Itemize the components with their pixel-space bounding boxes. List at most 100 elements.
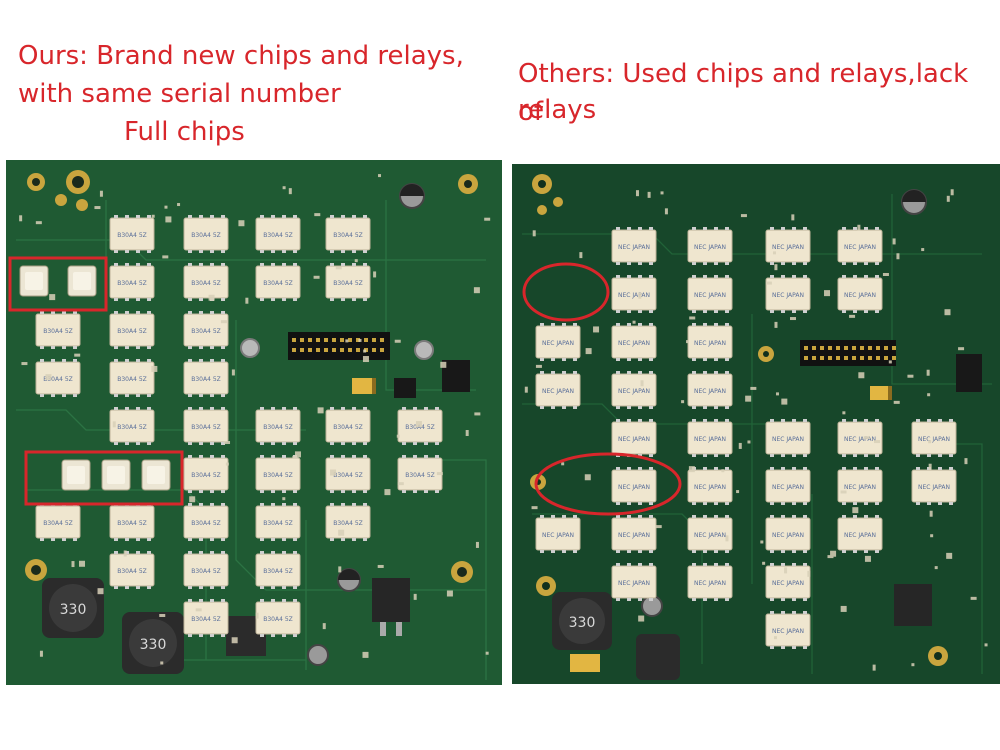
relay: NEC JAPAN <box>611 371 657 409</box>
relay: NEC JAPAN <box>837 467 883 505</box>
relay: B30A4 5Z <box>183 503 229 541</box>
relay: NEC JAPAN <box>911 419 957 457</box>
highlight-box-chips-bottom <box>24 450 184 506</box>
relay: NEC JAPAN <box>765 419 811 457</box>
svg-text:B30A4 5Z: B30A4 5Z <box>117 328 147 335</box>
svg-text:B30A4 5Z: B30A4 5Z <box>191 472 221 479</box>
svg-text:NEC JAPAN: NEC JAPAN <box>844 532 876 539</box>
relay: NEC JAPAN <box>687 563 733 601</box>
voltage-regulator <box>372 578 410 622</box>
relay: NEC JAPAN <box>765 563 811 601</box>
svg-text:NEC JAPAN: NEC JAPAN <box>772 292 804 299</box>
relay: NEC JAPAN <box>611 323 657 361</box>
relay: B30A4 5Z <box>35 503 81 541</box>
relay: B30A4 5Z <box>255 407 301 445</box>
relay: NEC JAPAN <box>687 467 733 505</box>
relay: NEC JAPAN <box>837 419 883 457</box>
highlight-ellipse-missing-bottom <box>534 452 682 516</box>
svg-text:NEC JAPAN: NEC JAPAN <box>618 580 650 587</box>
relay: NEC JAPAN <box>611 227 657 265</box>
svg-text:NEC JAPAN: NEC JAPAN <box>918 484 950 491</box>
right-pcb-board: 330 NEC JAPAN NEC JAPAN NEC JAPAN NEC JAPAN… <box>512 164 1000 684</box>
relay: B30A4 5Z <box>325 503 371 541</box>
svg-text:NEC JAPAN: NEC JAPAN <box>772 484 804 491</box>
new-chip <box>67 265 97 297</box>
svg-text:B30A4 5Z: B30A4 5Z <box>405 472 435 479</box>
inductor <box>636 634 680 680</box>
relay: B30A4 5Z <box>183 311 229 349</box>
svg-text:NEC JAPAN: NEC JAPAN <box>618 244 650 251</box>
pin-header <box>288 332 390 360</box>
voltage-regulator <box>894 584 932 626</box>
relay: NEC JAPAN <box>765 611 811 649</box>
relay: NEC JAPAN <box>687 419 733 457</box>
svg-text:NEC JAPAN: NEC JAPAN <box>772 244 804 251</box>
svg-text:NEC JAPAN: NEC JAPAN <box>694 388 726 395</box>
svg-text:NEC JAPAN: NEC JAPAN <box>772 628 804 635</box>
tantalum-capacitor <box>870 386 892 400</box>
relay: NEC JAPAN <box>687 371 733 409</box>
relay: B30A4 5Z <box>183 455 229 493</box>
left-caption-line2: with same serial number <box>18 79 341 109</box>
svg-text:NEC JAPAN: NEC JAPAN <box>694 484 726 491</box>
svg-text:NEC JAPAN: NEC JAPAN <box>694 580 726 587</box>
svg-text:NEC JAPAN: NEC JAPAN <box>844 292 876 299</box>
svg-text:NEC JAPAN: NEC JAPAN <box>772 580 804 587</box>
relay: NEC JAPAN <box>535 323 581 361</box>
relay: NEC JAPAN <box>765 467 811 505</box>
relay: B30A4 5Z <box>109 359 155 397</box>
left-caption-line3: Full chips <box>124 117 245 147</box>
inductor: 330 <box>552 592 612 650</box>
relay: B30A4 5Z <box>397 455 443 493</box>
relay: NEC JAPAN <box>611 275 657 313</box>
svg-text:NEC JAPAN: NEC JAPAN <box>918 436 950 443</box>
pin-header <box>800 340 896 366</box>
svg-text:B30A4 5Z: B30A4 5Z <box>191 568 221 575</box>
relay: B30A4 5Z <box>255 599 301 637</box>
relay: NEC JAPAN <box>765 275 811 313</box>
svg-text:NEC JAPAN: NEC JAPAN <box>618 388 650 395</box>
svg-text:B30A4 5Z: B30A4 5Z <box>263 424 293 431</box>
electrolytic-capacitor <box>399 183 425 209</box>
relay: B30A4 5Z <box>109 215 155 253</box>
relay: NEC JAPAN <box>611 515 657 553</box>
svg-text:NEC JAPAN: NEC JAPAN <box>618 292 650 299</box>
electrolytic-capacitor <box>337 568 361 592</box>
svg-text:B30A4 5Z: B30A4 5Z <box>117 568 147 575</box>
svg-text:B30A4 5Z: B30A4 5Z <box>333 424 363 431</box>
relay: NEC JAPAN <box>611 467 657 505</box>
relay: B30A4 5Z <box>109 407 155 445</box>
relay: B30A4 5Z <box>255 455 301 493</box>
relay: B30A4 5Z <box>109 551 155 589</box>
svg-text:B30A4 5Z: B30A4 5Z <box>117 376 147 383</box>
svg-text:B30A4 5Z: B30A4 5Z <box>405 424 435 431</box>
ic-chip <box>394 378 416 398</box>
svg-text:B30A4 5Z: B30A4 5Z <box>43 520 73 527</box>
relay: B30A4 5Z <box>183 359 229 397</box>
svg-text:B30A4 5Z: B30A4 5Z <box>263 232 293 239</box>
new-chip <box>61 459 91 491</box>
ic-chip <box>956 354 982 392</box>
standoff <box>240 338 260 358</box>
relay: NEC JAPAN <box>687 227 733 265</box>
relay: NEC JAPAN <box>765 227 811 265</box>
new-chip <box>101 459 131 491</box>
svg-text:B30A4 5Z: B30A4 5Z <box>333 520 363 527</box>
svg-text:B30A4 5Z: B30A4 5Z <box>263 472 293 479</box>
svg-text:B30A4 5Z: B30A4 5Z <box>117 520 147 527</box>
relay: B30A4 5Z <box>255 551 301 589</box>
svg-text:NEC JAPAN: NEC JAPAN <box>772 532 804 539</box>
relay: B30A4 5Z <box>325 455 371 493</box>
svg-text:B30A4 5Z: B30A4 5Z <box>191 520 221 527</box>
relay: B30A4 5Z <box>255 503 301 541</box>
relay: B30A4 5Z <box>255 215 301 253</box>
relay: B30A4 5Z <box>325 215 371 253</box>
svg-text:B30A4 5Z: B30A4 5Z <box>191 424 221 431</box>
left-relay-group: B30A4 5Z B30A4 5Z B30A4 5Z B30A4 5Z B30A4 5Z… <box>35 215 443 637</box>
relay: B30A4 5Z <box>183 407 229 445</box>
svg-text:NEC JAPAN: NEC JAPAN <box>542 532 574 539</box>
svg-text:B30A4 5Z: B30A4 5Z <box>263 520 293 527</box>
svg-text:NEC JAPAN: NEC JAPAN <box>694 532 726 539</box>
relay: NEC JAPAN <box>837 227 883 265</box>
relay: NEC JAPAN <box>535 515 581 553</box>
